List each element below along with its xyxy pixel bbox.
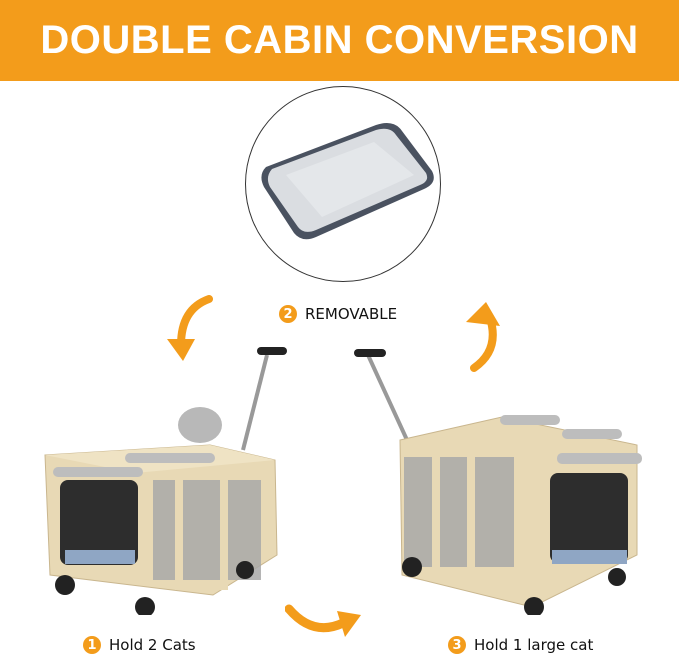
curved-arrow-up-icon [466,302,500,372]
step-1-label: 1 Hold 2 Cats [83,636,196,654]
carrier-one-cat-image [354,349,642,615]
carrier-two-cats-image [44,347,287,615]
curved-arrow-right-icon [285,604,361,637]
step-text: REMOVABLE [305,305,398,323]
step-3-label: 3 Hold 1 large cat [448,636,593,654]
step-number-badge: 1 [83,636,101,654]
divider-pad-circle [245,86,441,282]
step-text: Hold 1 large cat [474,636,594,654]
step-number-badge: 2 [279,305,297,323]
divider-pad-image [261,123,434,240]
title-banner: DOUBLE CABIN CONVERSION [0,0,679,81]
banner-title: DOUBLE CABIN CONVERSION [40,18,639,62]
curved-arrow-down-icon [167,295,213,361]
step-number-badge: 3 [448,636,466,654]
step-2-label: 2 REMOVABLE [279,305,397,323]
step-text: Hold 2 Cats [109,636,196,654]
